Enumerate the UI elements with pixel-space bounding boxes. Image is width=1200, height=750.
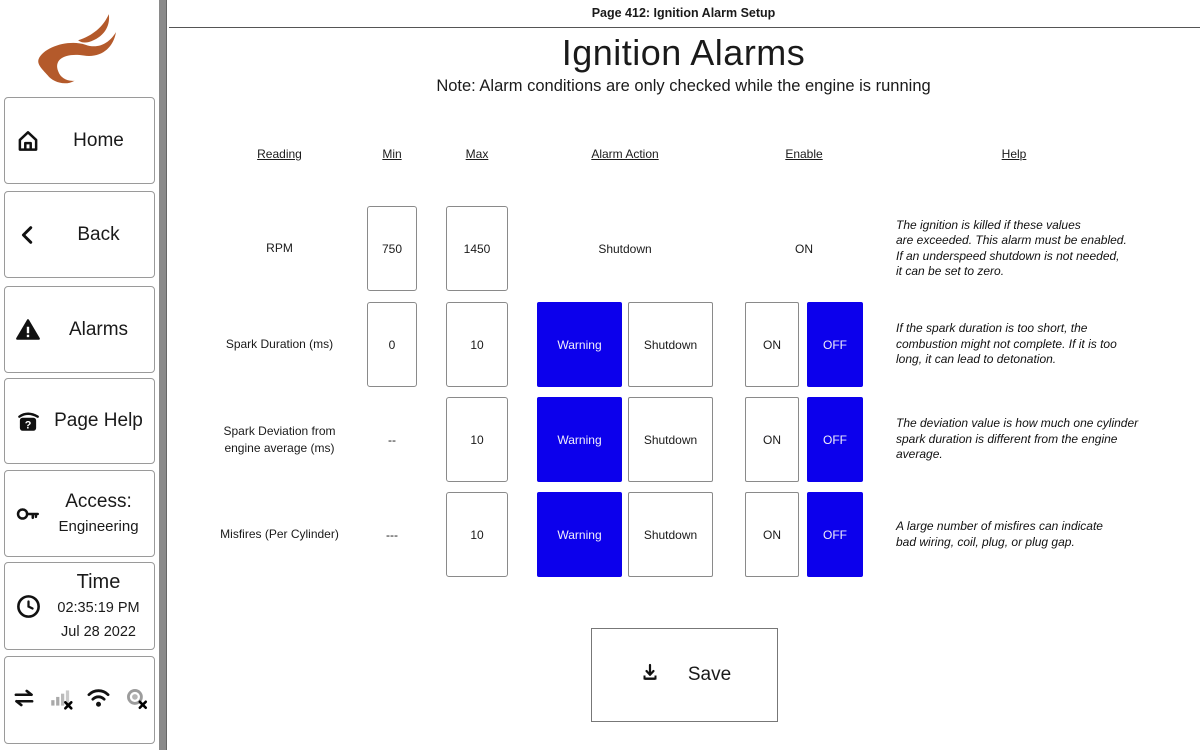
brand-logo (0, 8, 160, 94)
min-value-static: -- (388, 432, 396, 447)
enable-off-button[interactable]: OFF (807, 397, 863, 482)
warning-button[interactable]: Warning (537, 397, 622, 482)
warning-triangle-icon (5, 317, 51, 343)
enable-on-button[interactable]: ON (745, 397, 799, 482)
save-icon (638, 661, 662, 690)
enable-off-button[interactable]: OFF (807, 302, 863, 387)
access-label: Access: Engineering (51, 490, 154, 538)
table-row-rpm: RPM 750 1450 Shutdown ON The ignition is… (167, 206, 1200, 291)
sidebar-item-label: Page Help (51, 409, 154, 433)
help-text: The deviation value is how much one cyli… (896, 416, 1139, 462)
column-header-enable: Enable (785, 147, 823, 161)
column-header-help: Help (1001, 147, 1027, 161)
sidebar-item-page-help[interactable]: ? Page Help (4, 378, 155, 464)
enable-on-button[interactable]: ON (745, 302, 799, 387)
gps-off-icon (123, 685, 149, 716)
table-row-misfires: Misfires (Per Cylinder) --- 10 Warning S… (167, 492, 1200, 577)
svg-text:?: ? (25, 420, 32, 432)
sidebar-item-access[interactable]: Access: Engineering (4, 470, 155, 557)
sidebar-item-label: Alarms (68, 318, 129, 340)
min-value-field[interactable]: 0 (367, 302, 417, 387)
save-button-label: Save (687, 664, 732, 685)
column-header-alarm-action: Alarm Action (591, 147, 659, 161)
reading-label: RPM (266, 241, 293, 256)
key-icon (5, 501, 51, 527)
sidebar-divider (159, 0, 167, 750)
shutdown-button[interactable]: Shutdown (628, 397, 713, 482)
shutdown-button[interactable]: Shutdown (628, 302, 713, 387)
column-header-reading: Reading (257, 147, 302, 161)
sidebar-item-time[interactable]: Time 02:35:19 PM Jul 28 2022 (4, 562, 155, 650)
cell-signal-off-icon (48, 685, 74, 716)
column-header-min: Min (382, 147, 402, 161)
flame-logo-icon (38, 14, 116, 84)
enable-on-button[interactable]: ON (745, 492, 799, 577)
sidebar-item-back[interactable]: Back (4, 191, 155, 278)
table-row-spark-duration: Spark Duration (ms) 0 10 Warning Shutdow… (167, 302, 1200, 387)
sidebar-item-alarms[interactable]: Alarms (4, 286, 155, 373)
column-header-max: Max (465, 147, 489, 161)
warning-button[interactable]: Warning (537, 302, 622, 387)
max-value-field[interactable]: 10 (446, 492, 508, 577)
table-row-spark-deviation: Spark Deviation from engine average (ms)… (167, 397, 1200, 482)
page-title: Ignition Alarms (561, 32, 806, 73)
connection-status-panel (4, 656, 155, 744)
reading-label: Spark Duration (ms) (225, 337, 334, 352)
time-display: Time 02:35:19 PM Jul 28 2022 (51, 570, 154, 643)
home-icon (5, 128, 51, 154)
reading-label: Spark Deviation from engine average (ms) (223, 424, 336, 455)
enable-value: ON (795, 241, 813, 256)
shutdown-button[interactable]: Shutdown (628, 492, 713, 577)
max-value-field[interactable]: 1450 (446, 206, 508, 291)
page-header-title: Page 412: Ignition Alarm Setup (591, 6, 776, 20)
min-value-static: --- (386, 527, 398, 542)
access-title: Access: (65, 490, 132, 512)
max-value-field[interactable]: 10 (446, 397, 508, 482)
sidebar-item-home[interactable]: Home (4, 97, 155, 184)
enable-off-button[interactable]: OFF (807, 492, 863, 577)
page-note: Note: Alarm conditions are only checked … (436, 77, 931, 95)
sidebar-item-label: Home (73, 129, 124, 151)
max-value-field[interactable]: 10 (446, 302, 508, 387)
access-level: Engineering (58, 517, 139, 535)
time-title: Time (76, 570, 121, 593)
save-button[interactable]: Save (591, 628, 778, 722)
alarm-action-value: Shutdown (598, 241, 652, 256)
reading-label: Misfires (Per Cylinder) (220, 527, 339, 542)
help-text: A large number of misfires can indicate … (896, 519, 1103, 549)
date-value: Jul 28 2022 (61, 623, 136, 640)
min-value-field[interactable]: 750 (367, 206, 417, 291)
swap-arrows-icon (11, 685, 37, 716)
chevron-left-icon (5, 223, 51, 247)
page-help-label: Page Help (54, 410, 143, 432)
wifi-icon (85, 684, 112, 716)
time-value: 02:35:19 PM (57, 599, 140, 616)
help-text: If the spark duration is too short, the … (896, 321, 1117, 367)
page-help-icon: ? (5, 408, 51, 434)
header-rule (169, 27, 1200, 28)
clock-icon (5, 593, 51, 620)
warning-button[interactable]: Warning (537, 492, 622, 577)
help-text: The ignition is killed if these values a… (896, 217, 1127, 278)
main-content: Page 412: Ignition Alarm Setup Ignition … (167, 0, 1200, 750)
sidebar: Home Back Alarms ? (0, 0, 160, 750)
sidebar-item-label: Back (77, 223, 120, 245)
